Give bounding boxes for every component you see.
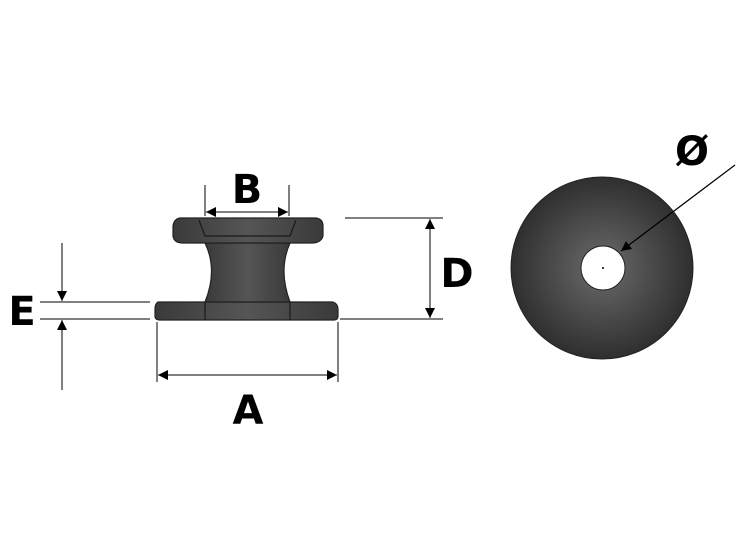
- diameter-leader: [620, 164, 736, 252]
- label-d: D: [440, 251, 473, 297]
- dimension-a: [156, 322, 339, 382]
- label-b: B: [232, 167, 263, 213]
- top-detail: [198, 219, 297, 237]
- top-flange: [172, 217, 324, 244]
- waist: [204, 242, 291, 303]
- dimension-e: [40, 243, 150, 390]
- dimension-b: [204, 185, 290, 217]
- label-diameter: Ø: [675, 129, 709, 175]
- base-flange: [154, 301, 339, 321]
- dimension-d: [340, 217, 443, 320]
- label-a: A: [233, 388, 264, 434]
- label-e: E: [8, 289, 35, 335]
- side-profile: [154, 217, 339, 321]
- top-view: [510, 164, 736, 360]
